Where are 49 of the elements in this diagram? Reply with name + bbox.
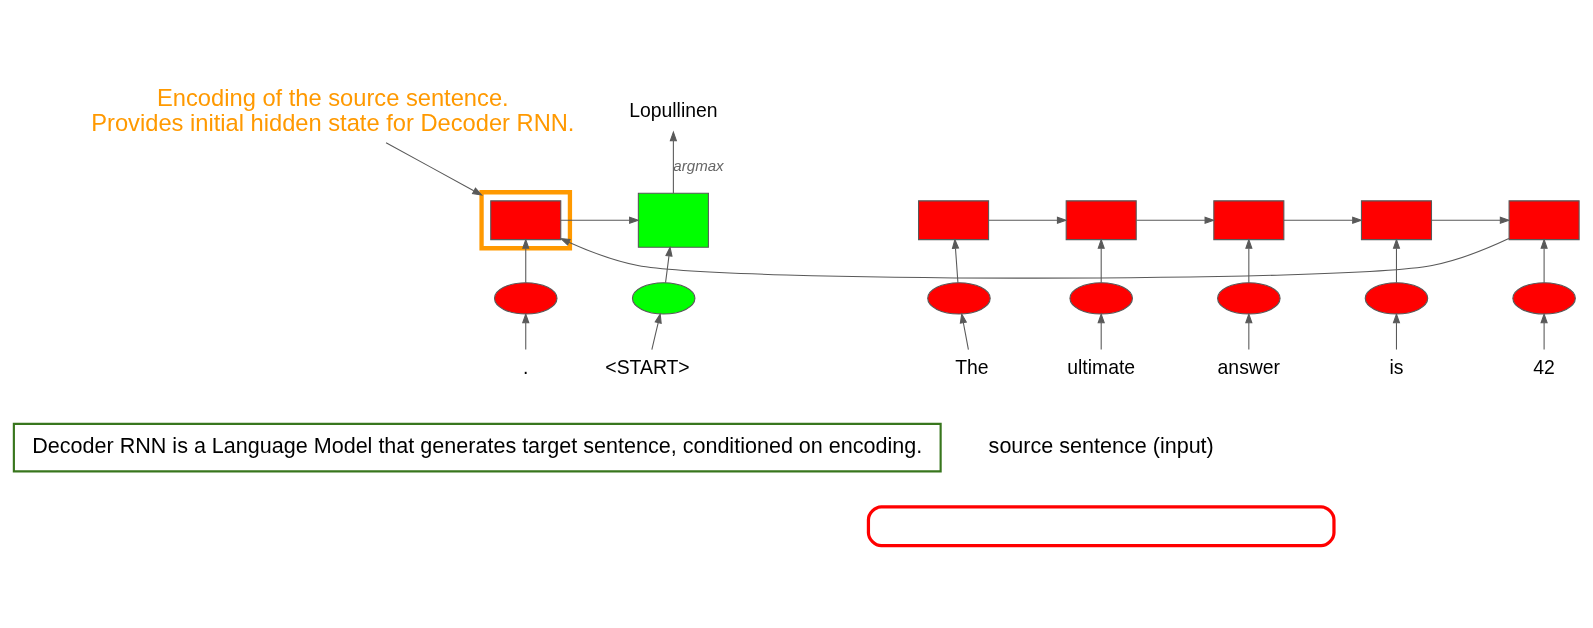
node-text: The — [955, 355, 989, 378]
node-ellipse — [631, 282, 696, 315]
arrow — [1392, 238, 1401, 284]
node-box — [1508, 200, 1580, 241]
node-text: 42 — [1533, 355, 1555, 378]
node-box — [866, 505, 1336, 548]
arrow — [1392, 312, 1401, 351]
arrow — [665, 245, 673, 284]
node-text: . — [523, 355, 529, 378]
arrow — [560, 216, 640, 225]
node-text: answer — [1217, 355, 1281, 378]
node-box — [637, 192, 709, 248]
node-box — [1360, 200, 1433, 241]
node-text: Lopullinen — [629, 99, 718, 122]
node-ellipse — [1512, 282, 1576, 315]
node-box — [1213, 200, 1285, 241]
label: source sentence (input) — [988, 433, 1214, 459]
arrow — [1283, 216, 1363, 225]
arrow — [1097, 312, 1105, 351]
node-ellipse — [927, 282, 991, 315]
arrow — [669, 130, 678, 194]
node-text: Encoding of the source sentence. Provides initial hidden state for Decoder RNN. — [91, 84, 575, 137]
arrow — [651, 312, 662, 351]
node-ellipse — [1069, 282, 1133, 315]
arrow — [1540, 238, 1548, 284]
arrow — [1245, 238, 1253, 284]
arrow — [521, 312, 530, 351]
node-box — [490, 200, 562, 241]
node-box — [918, 200, 990, 241]
edge-label: argmax — [673, 156, 724, 174]
arrow — [951, 238, 960, 284]
node-ellipse — [493, 282, 558, 315]
arrow — [988, 216, 1068, 225]
node-text: is — [1389, 355, 1404, 378]
arrow — [1245, 312, 1253, 351]
arrow — [559, 237, 1510, 279]
node-text: ultimate — [1067, 355, 1136, 378]
arrow — [959, 312, 969, 351]
node-ellipse — [1217, 282, 1281, 315]
arrow — [385, 142, 483, 196]
arrow — [1097, 238, 1105, 284]
node-box: Decoder RNN is a Language Model that generates target sentence, conditioned on encoding. — [12, 422, 942, 473]
node-ellipse — [1364, 282, 1429, 315]
node-box — [1065, 200, 1137, 241]
node-text: <START> — [605, 355, 690, 378]
arrow — [1431, 216, 1511, 225]
arrow — [1540, 312, 1548, 351]
arrow — [521, 238, 530, 284]
arrow — [1135, 216, 1216, 225]
